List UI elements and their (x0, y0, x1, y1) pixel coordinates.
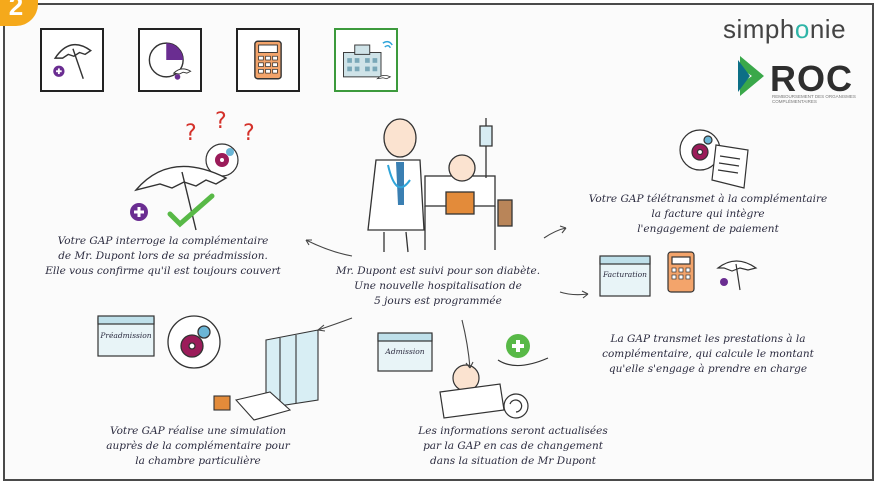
tile-calculator[interactable] (236, 28, 300, 92)
admission-calendar-icon (377, 332, 433, 372)
facturation-calendar-icon (599, 255, 651, 297)
preadmission-calendar-icon (97, 315, 155, 357)
svg-text:?: ? (215, 109, 227, 134)
tile-hospital[interactable] (334, 28, 398, 92)
text-preadmission-check: Votre GAP interroge la complémentaire de… (45, 235, 281, 277)
umbrella-small-icon (716, 260, 758, 291)
hospital-room-illustration (213, 329, 319, 421)
simphonie-logo: simphonie (723, 14, 847, 44)
umbrella-check-icon (130, 165, 228, 231)
text-patient-context: Mr. Dupont est suivi pour son diabète. U… (335, 265, 541, 307)
flow-arrows (305, 225, 589, 369)
question-marks-icon: ??? (185, 109, 255, 146)
disc-gear-icon (205, 143, 239, 177)
text-simulation: Votre GAP réalise une simulation auprès … (106, 425, 290, 467)
text-teletransmission: Votre GAP télétransmet à la complémentai… (588, 193, 828, 235)
care-hand-icon (497, 334, 549, 367)
facturation-label: Facturation (602, 270, 648, 279)
invoice-disc-icon (679, 129, 749, 189)
pie-chart-umbrella-icon (148, 42, 192, 80)
roc-subtitle: REMBOURSEMENT DES ORGANISMES COMPLÉMENTA… (772, 94, 856, 104)
text-prestations: La GAP transmet les prestations à la com… (602, 333, 814, 375)
preadmission-label: Préadmission (100, 331, 152, 340)
disc-gear-large-icon (167, 315, 221, 369)
calculator-icon (254, 40, 282, 80)
step-badge: 2 (0, 0, 38, 26)
text-updates: Les informations seront actualisées par … (418, 425, 608, 467)
roc-logo: ROC (770, 58, 853, 99)
doctor-patient-illustration (367, 118, 513, 253)
admission-label: Admission (385, 347, 425, 356)
patient-bed-illustration (439, 364, 529, 419)
tile-umbrella[interactable] (40, 28, 104, 92)
svg-text:?: ? (185, 121, 197, 146)
svg-text:?: ? (243, 121, 255, 146)
calculator-small-icon (667, 251, 695, 293)
tile-pie-chart[interactable] (138, 28, 202, 92)
hospital-wifi-icon (343, 40, 393, 80)
umbrella-plus-icon (53, 43, 92, 79)
